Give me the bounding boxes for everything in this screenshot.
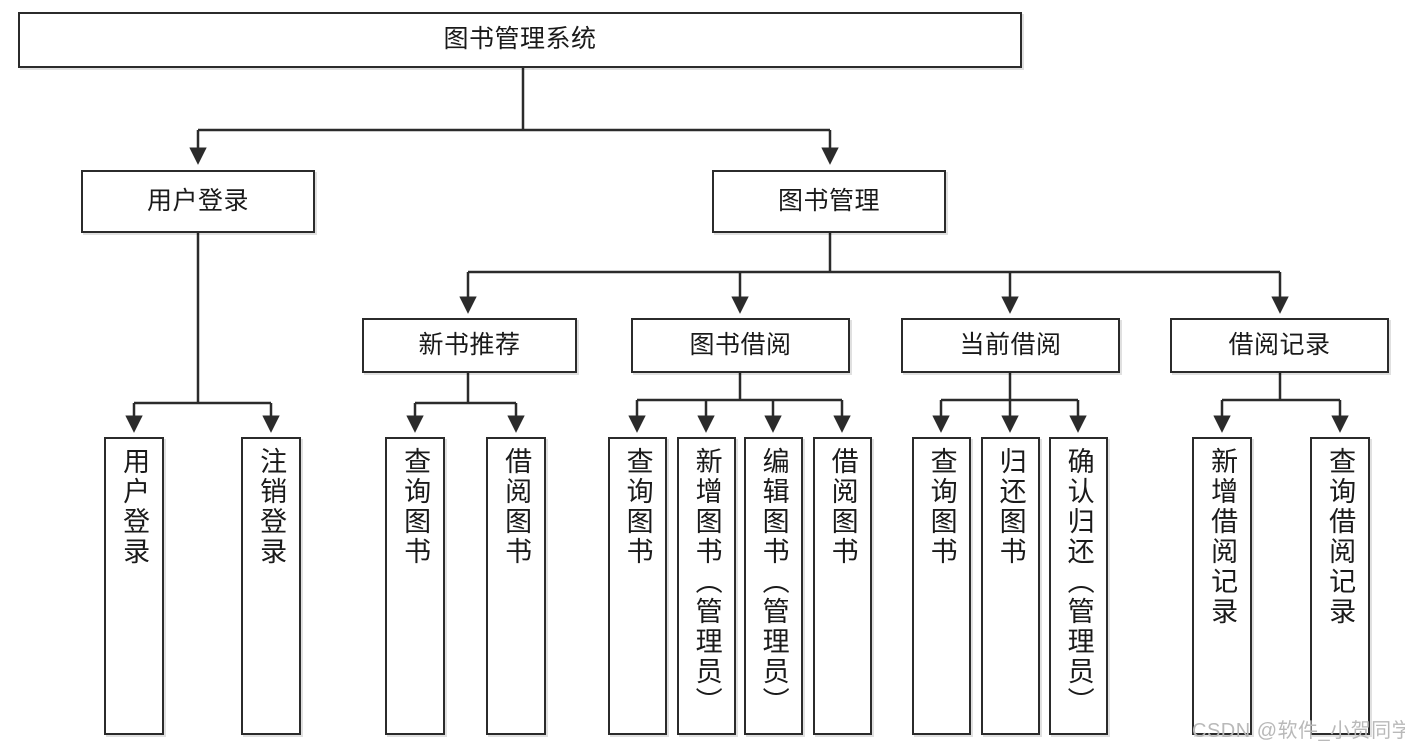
node-leaf-borrow-book-recommend-label: 借阅图书	[501, 447, 532, 567]
node-borrow-record-label: 借阅记录	[1228, 330, 1331, 359]
node-leaf-query-book-current-label: 查询图书	[926, 447, 957, 567]
node-borrow-record[interactable]: 借阅记录	[1170, 318, 1389, 373]
node-leaf-edit-book-admin-label: 编辑图书（管理员）	[758, 447, 789, 717]
node-leaf-confirm-return-admin-label: 确认归还（管理员）	[1063, 447, 1094, 717]
node-leaf-query-borrow-record[interactable]: 查询借阅记录	[1310, 437, 1370, 735]
node-current-borrow-label: 当前借阅	[959, 330, 1062, 359]
node-leaf-confirm-return-admin[interactable]: 确认归还（管理员）	[1049, 437, 1108, 735]
node-leaf-query-borrow-record-label: 查询借阅记录	[1325, 447, 1356, 627]
node-book-borrow-label: 图书借阅	[689, 330, 792, 359]
node-user-login-label: 用户登录	[146, 186, 249, 215]
node-book-borrow[interactable]: 图书借阅	[631, 318, 850, 373]
node-leaf-query-book-current[interactable]: 查询图书	[912, 437, 971, 735]
node-leaf-add-book-admin[interactable]: 新增图书（管理员）	[677, 437, 736, 735]
node-leaf-query-book-recommend[interactable]: 查询图书	[385, 437, 445, 735]
node-leaf-borrow-book-label: 借阅图书	[827, 447, 858, 567]
node-leaf-query-book-borrow[interactable]: 查询图书	[608, 437, 667, 735]
node-book-management-label: 图书管理	[777, 186, 880, 215]
node-leaf-edit-book-admin[interactable]: 编辑图书（管理员）	[744, 437, 803, 735]
node-leaf-logout-label: 注销登录	[256, 447, 287, 567]
node-leaf-query-book-borrow-label: 查询图书	[622, 447, 653, 567]
node-leaf-query-book-recommend-label: 查询图书	[400, 447, 431, 567]
node-leaf-return-book-label: 归还图书	[995, 447, 1026, 567]
node-leaf-add-book-admin-label: 新增图书（管理员）	[691, 447, 722, 717]
node-root-label: 图书管理系统	[443, 25, 597, 54]
node-leaf-logout[interactable]: 注销登录	[241, 437, 301, 735]
node-new-book-recommend-label: 新书推荐	[418, 330, 521, 359]
node-leaf-user-login[interactable]: 用户登录	[104, 437, 164, 735]
node-leaf-borrow-book[interactable]: 借阅图书	[813, 437, 872, 735]
node-book-management[interactable]: 图书管理	[712, 170, 946, 233]
node-user-login[interactable]: 用户登录	[81, 170, 315, 233]
node-leaf-return-book[interactable]: 归还图书	[981, 437, 1040, 735]
node-new-book-recommend[interactable]: 新书推荐	[362, 318, 577, 373]
node-leaf-add-borrow-record-label: 新增借阅记录	[1207, 447, 1238, 627]
node-current-borrow[interactable]: 当前借阅	[901, 318, 1120, 373]
node-leaf-borrow-book-recommend[interactable]: 借阅图书	[486, 437, 546, 735]
node-leaf-user-login-label: 用户登录	[119, 447, 150, 567]
watermark-text: CSDN @软件_小贺同学	[1192, 720, 1405, 742]
node-root[interactable]: 图书管理系统	[18, 12, 1022, 68]
node-leaf-add-borrow-record[interactable]: 新增借阅记录	[1192, 437, 1252, 735]
